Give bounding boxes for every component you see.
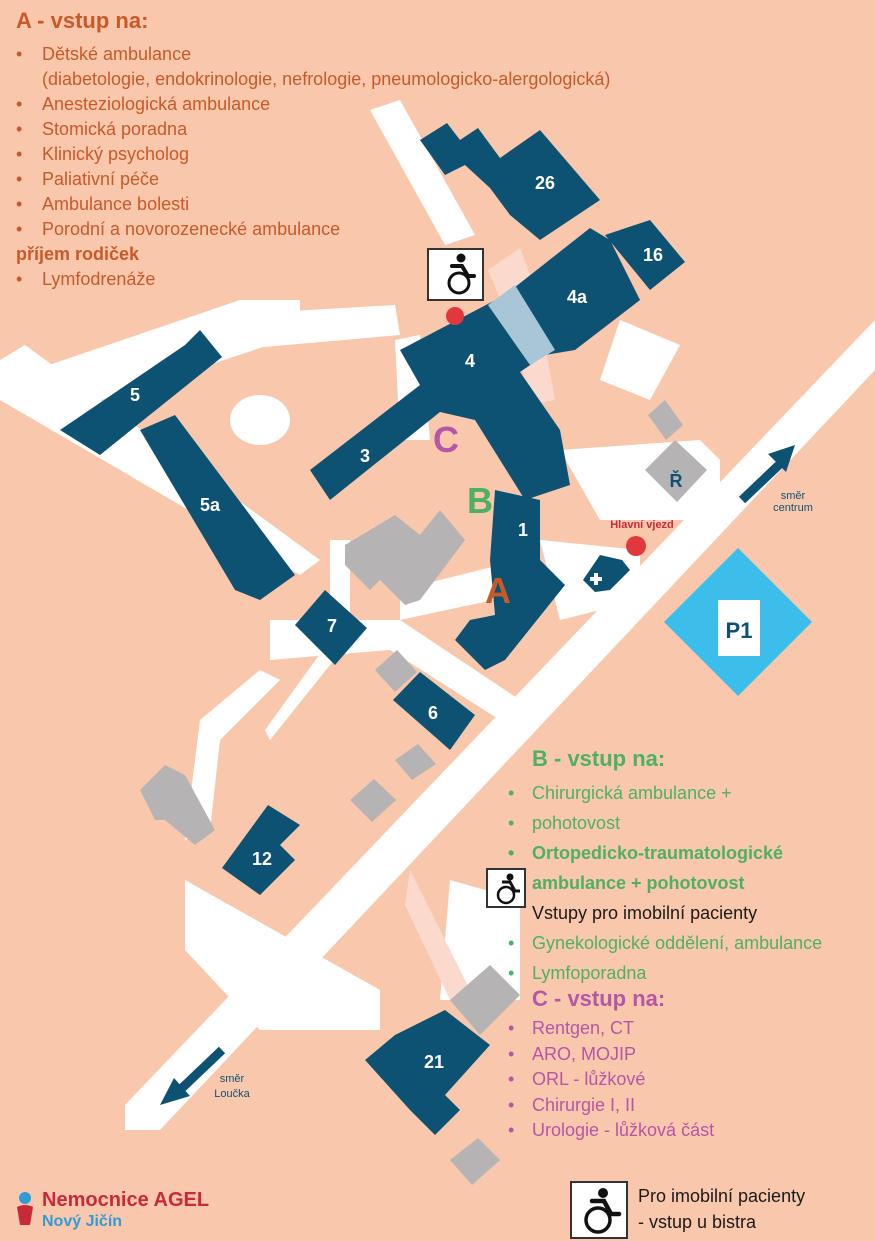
label-building-5: 5 bbox=[130, 385, 140, 405]
panel-a-subtitle: (diabetologie, endokrinologie, nefrologi… bbox=[42, 69, 611, 89]
arrow-loucka-icon bbox=[160, 1046, 226, 1105]
list-item: pohotovost bbox=[508, 808, 873, 838]
list-item: Porodní a novorozenecké ambulancepříjem … bbox=[16, 217, 736, 267]
list-item: Anesteziologická ambulance bbox=[16, 92, 736, 117]
hospital-logo: Nemocnice AGEL Nový Jičín bbox=[6, 1185, 234, 1235]
list-item: Klinický psycholog bbox=[16, 142, 736, 167]
wheelchair-note: Vstupy pro imobilní pacienty bbox=[486, 868, 873, 928]
logo-pin-icon bbox=[17, 1192, 33, 1225]
panel-c-list: Rentgen, CT ARO, MOJIP ORL - lůžkové Chi… bbox=[508, 1016, 868, 1144]
building-4-shape bbox=[310, 295, 570, 500]
panel-b-list: Chirurgická ambulance + pohotovost Ortop… bbox=[508, 778, 873, 898]
emergency-cross-icon bbox=[590, 573, 602, 585]
label-building-6: 6 bbox=[428, 703, 438, 723]
list-item: Chirurgická ambulance + bbox=[508, 778, 873, 808]
gray-building-r bbox=[645, 440, 707, 502]
wheelchair-legend: Pro imobilní pacienty - vstup u bistra bbox=[570, 1181, 870, 1239]
direction-centrum-line2: centrum bbox=[773, 502, 813, 514]
label-building-21: 21 bbox=[424, 1052, 444, 1072]
building-21-shape bbox=[365, 1010, 490, 1135]
legend-text: Pro imobilní pacienty - vstup u bistra bbox=[638, 1186, 806, 1232]
list-item: Gynekologické oddělení, ambulance bbox=[508, 928, 873, 958]
building-1-shape bbox=[455, 490, 565, 670]
list-item: Paliativní péče bbox=[16, 167, 736, 192]
list-item: Lymfoporadna bbox=[508, 958, 873, 988]
wheelchair-entrance-marker bbox=[446, 307, 464, 325]
building-5a-shape bbox=[140, 415, 295, 600]
panel-b-title: B - vstup na: bbox=[532, 746, 666, 771]
entrance-a-label: A bbox=[485, 570, 511, 611]
building-7-shape bbox=[295, 590, 367, 665]
panel-a-list: Dětské ambulance(diabetologie, endokrino… bbox=[16, 42, 736, 292]
gray-building-central bbox=[345, 510, 465, 605]
list-item: ARO, MOJIP bbox=[508, 1042, 868, 1068]
panel-a-title: A - vstup na: bbox=[16, 8, 149, 33]
building-12-shape bbox=[222, 805, 300, 895]
building-5-shape bbox=[60, 330, 222, 455]
panel-a-prijem: příjem rodiček bbox=[16, 244, 140, 264]
panel-entrance-c: C - vstup na: Rentgen, CT ARO, MOJIP ORL… bbox=[508, 986, 868, 1144]
list-item: Urologie - lůžková část bbox=[508, 1118, 868, 1144]
list-item: Ambulance bolesti bbox=[16, 192, 736, 217]
panel-c-title: C - vstup na: bbox=[532, 986, 666, 1011]
label-building-5a: 5a bbox=[200, 495, 221, 515]
building-6-shape bbox=[393, 672, 475, 750]
entrance-c-label: C bbox=[433, 419, 459, 460]
arrow-centrum-icon bbox=[738, 445, 795, 504]
main-road bbox=[125, 320, 875, 1130]
list-item: Dětské ambulance(diabetologie, endokrino… bbox=[16, 42, 736, 92]
label-building-12: 12 bbox=[252, 849, 272, 869]
panel-b-list2: Gynekologické oddělení, ambulance Lymfop… bbox=[508, 928, 873, 988]
list-item: ambulance + pohotovost bbox=[508, 868, 873, 898]
label-building-7: 7 bbox=[327, 616, 337, 636]
logo-city: Nový Jičín bbox=[42, 1213, 123, 1230]
panel-entrance-b: B - vstup na: Chirurgická ambulance + po… bbox=[486, 746, 873, 988]
panel-entrance-a: A - vstup na: Dětské ambulance(diabetolo… bbox=[16, 8, 736, 292]
main-entrance-marker bbox=[626, 536, 646, 556]
label-building-1: 1 bbox=[518, 520, 528, 540]
parking-p1-sign bbox=[718, 600, 760, 656]
direction-loucka-line1: směr bbox=[220, 1073, 245, 1085]
label-building-4a: 4a bbox=[567, 287, 588, 307]
direction-centrum-line1: směr bbox=[781, 490, 806, 502]
glass-bridge bbox=[488, 285, 555, 365]
wheelchair-icon bbox=[486, 868, 526, 908]
entrance-b-label: B bbox=[467, 480, 493, 521]
gray-buildings bbox=[140, 400, 707, 1185]
list-item: ORL - lůžkové bbox=[508, 1067, 868, 1093]
list-item: Stomická poradna bbox=[16, 117, 736, 142]
label-building-3: 3 bbox=[360, 446, 370, 466]
r-building-label: Ř bbox=[670, 470, 683, 491]
parking-label: P1 bbox=[726, 618, 753, 643]
list-item: Ortopedicko-traumatologické bbox=[508, 838, 873, 868]
wheelchair-icon bbox=[570, 1181, 628, 1239]
label-building-4: 4 bbox=[465, 351, 475, 371]
list-item: Chirurgie I, II bbox=[508, 1093, 868, 1119]
list-item: Rentgen, CT bbox=[508, 1016, 868, 1042]
main-entrance-label: Hlavní vjezd bbox=[610, 519, 674, 531]
logo-name: Nemocnice AGEL bbox=[42, 1189, 210, 1211]
direction-loucka-line2: Loučka bbox=[214, 1088, 250, 1100]
list-item: Lymfodrenáže bbox=[16, 267, 736, 292]
